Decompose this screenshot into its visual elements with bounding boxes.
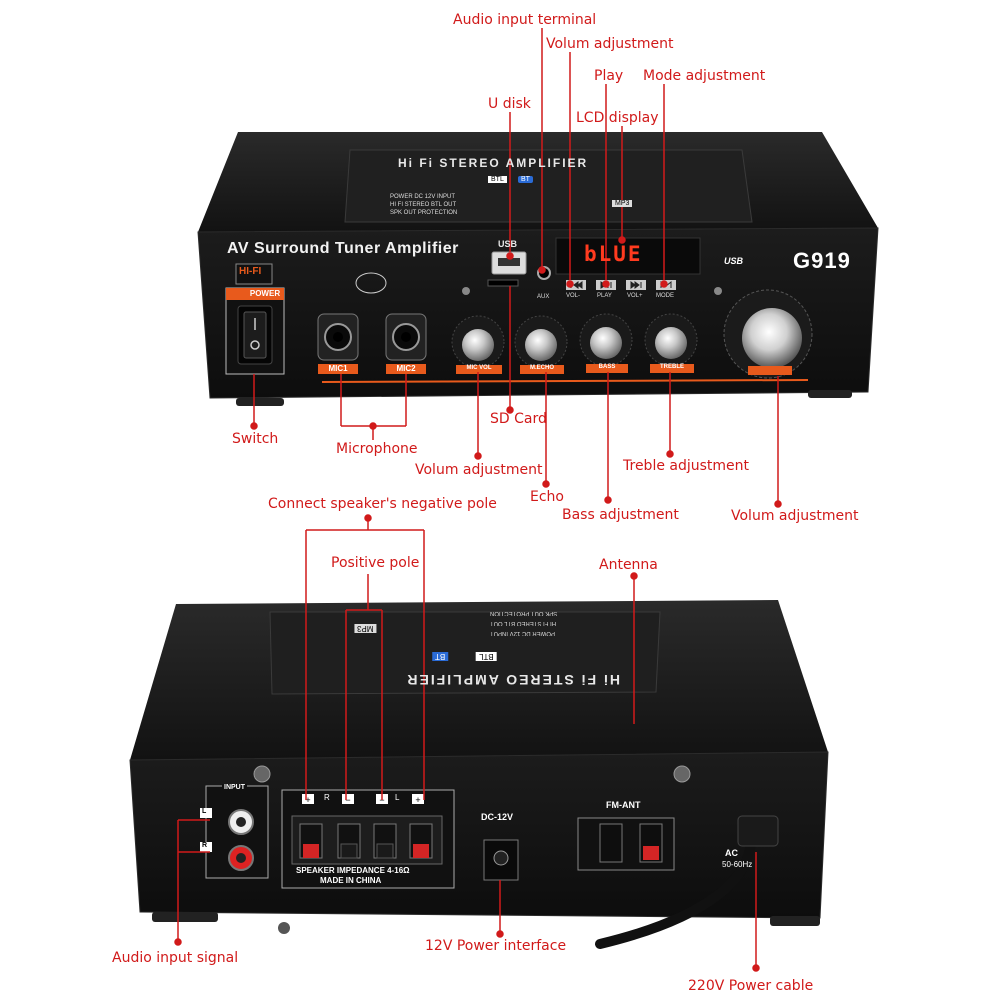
callout-mode-adjustment: Mode adjustment — [643, 68, 766, 84]
master-volume-tag — [748, 366, 792, 375]
callout-volum-adjustment-right: Volum adjustment — [731, 508, 859, 524]
front-foot-right — [808, 390, 852, 398]
front-faceplate — [197, 227, 879, 399]
back-unit: + − − + — [129, 600, 829, 949]
callout-audio-input-terminal: Audio input terminal — [453, 12, 597, 28]
dc-label: DC-12V — [481, 812, 514, 822]
lcd-readout: bLUE — [584, 242, 643, 266]
callout-echo: Echo — [530, 489, 564, 505]
callout-play: Play — [594, 68, 624, 84]
power-rocker — [243, 311, 267, 359]
callout-u-disk: U disk — [488, 96, 531, 112]
speaker-impedance: SPEAKER IMPEDANCE 4-16Ω — [296, 866, 410, 875]
ac-sub-label: 50-60Hz — [722, 860, 753, 869]
knob-label-bass: BASS — [598, 364, 616, 370]
front-bt-badge: BT — [518, 176, 533, 183]
usb-logo: USB — [724, 256, 744, 266]
callout-audio-input-signal: Audio input signal — [112, 950, 239, 966]
sd-card-slot[interactable] — [487, 279, 519, 287]
btn-label-play: PLAY — [597, 293, 612, 299]
back-mp3-badge: MP3 — [354, 624, 377, 633]
ac-label: AC — [725, 848, 738, 858]
back-btl-badge: BTL — [476, 652, 497, 661]
front-screw-right — [714, 287, 722, 295]
callout-sd-card: SD Card — [490, 411, 547, 427]
front-mp3-badge: MP3 — [612, 200, 633, 207]
back-screw-tr — [673, 765, 691, 783]
usb-label: USB — [498, 239, 518, 249]
hifi-badge: HI-FI — [239, 266, 262, 277]
power-cable-grommet — [737, 815, 779, 847]
front-btl-badge: BTL — [488, 176, 507, 183]
model-number: G919 — [793, 248, 851, 273]
front-orange-line — [321, 379, 809, 383]
mic-jacks — [317, 313, 427, 374]
callout-lcd-display: LCD display — [576, 110, 659, 126]
mic2-label: MIC2 — [396, 364, 416, 373]
front-banner — [344, 149, 753, 223]
btn-label-vol-plus: VOL+ — [627, 293, 643, 299]
knob-label-mic-vol: MIC VOL — [466, 365, 492, 371]
callout-treble-adjustment: Treble adjustment — [623, 458, 750, 474]
lcd-screen — [555, 237, 701, 275]
speaker-r-label: R — [324, 793, 330, 802]
rca-r-tag — [200, 842, 212, 852]
brand-logo — [355, 272, 387, 294]
hifi-badge-box — [235, 263, 273, 285]
fm-ant-label: FM-ANT — [606, 800, 641, 810]
front-unit — [197, 132, 879, 406]
callout-volum-adjustment-top: Volum adjustment — [546, 36, 674, 52]
front-foot-left — [236, 398, 284, 406]
speaker-l-label: L — [395, 793, 400, 802]
callout-leaders — [174, 28, 782, 972]
front-screw-left — [462, 287, 470, 295]
front-banner-line-3: SPK OUT PROTECTION — [390, 210, 458, 216]
back-banner-title: Hi Fi STEREO AMPLIFIER — [405, 672, 620, 688]
btn-label-vol-minus: VOL- — [566, 293, 581, 299]
rca-input-label: INPUT — [222, 784, 247, 791]
power-off-mark — [250, 340, 260, 350]
back-foot-left — [152, 912, 218, 922]
front-banner-line-1: POWER DC 12V INPUT — [390, 194, 456, 200]
power-label: POWER — [249, 289, 281, 298]
knob-label-tags — [456, 364, 694, 374]
master-volume-knob[interactable] — [742, 308, 802, 368]
knob-label-treble: TREBLE — [660, 364, 684, 370]
back-banner-line-1: POWER DC 12V INPUT — [490, 630, 556, 636]
callout-power-cable: 220V Power cable — [688, 978, 814, 994]
power-label-bar — [226, 288, 284, 300]
made-in-china: MADE IN CHINA — [320, 876, 382, 885]
callout-bass-adjustment: Bass adjustment — [562, 507, 679, 523]
rca-r-label: R — [202, 842, 208, 849]
callout-switch: Switch — [232, 431, 279, 447]
svg-text:−: − — [345, 795, 350, 805]
callout-antenna: Antenna — [599, 557, 658, 573]
back-screw-bl — [278, 922, 290, 934]
back-bt-badge: BT — [432, 652, 449, 661]
back-banner-line-2: HI FI STEREO BTL OUT — [490, 620, 557, 626]
btn-label-mode: MODE — [656, 293, 674, 299]
rca-l-tag — [200, 808, 212, 818]
speaker-clips[interactable] — [299, 823, 433, 859]
callout-volume-adjustment: Volum adjustment — [415, 462, 543, 478]
front-banner-title: Hi Fi STEREO AMPLIFIER — [398, 156, 589, 170]
back-banner-line-3: SPK OUT PROTECTION — [490, 610, 558, 616]
aux-label: AUX — [537, 294, 550, 300]
back-screw-tl — [253, 765, 271, 783]
usb-port-slot — [498, 258, 520, 266]
front-panel-title: AV Surround Tuner Amplifier — [227, 240, 459, 257]
svg-text:+: + — [305, 795, 310, 805]
callout-power-interface: 12V Power interface — [425, 938, 567, 954]
svg-text:+: + — [415, 795, 420, 805]
back-foot-right — [770, 916, 820, 926]
front-banner-line-2: HI FI STEREO BTL OUT — [390, 202, 457, 208]
knob-label-echo: M.ECHO — [530, 365, 554, 371]
rca-l-label: L — [202, 808, 207, 815]
mic1-label: MIC1 — [328, 364, 348, 373]
callout-negative-pole: Connect speaker's negative pole — [268, 496, 497, 512]
callout-positive-pole: Positive pole — [331, 555, 420, 571]
callout-microphone: Microphone — [336, 441, 418, 457]
